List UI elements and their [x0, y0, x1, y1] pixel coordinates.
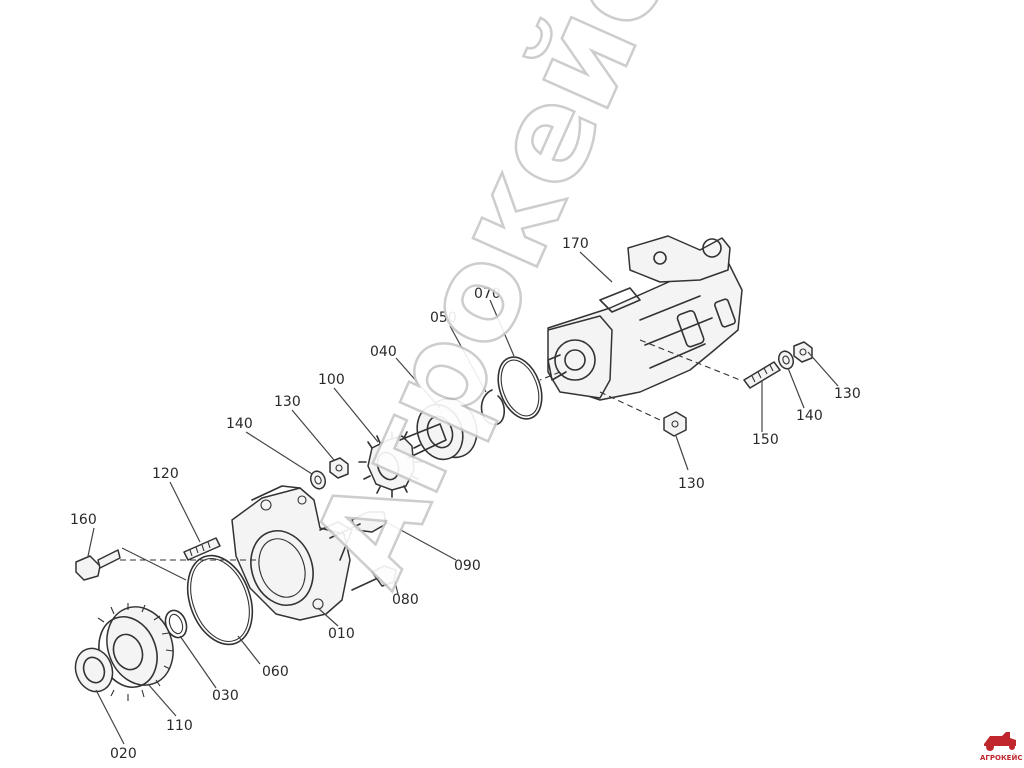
nut-130-right — [793, 341, 813, 363]
callout-labels: 170 070 050 040 100 130 140 120 160 090 … — [70, 236, 861, 762]
adapter-housing-010 — [231, 485, 353, 621]
brand-logo: АГРОКЕЙС — [980, 732, 1022, 762]
washer-140-right — [777, 350, 795, 370]
callout-100: 100 — [318, 372, 345, 388]
callout-080: 080 — [392, 592, 419, 608]
callout-090: 090 — [454, 558, 481, 574]
callout-010: 010 — [328, 626, 355, 642]
bolt-090 — [329, 511, 387, 539]
bolt-160 — [75, 549, 121, 581]
o-ring-070 — [497, 356, 543, 420]
callout-170: 170 — [562, 236, 589, 252]
bolt-080 — [351, 565, 397, 591]
callout-030: 030 — [212, 688, 239, 704]
leader-lines — [87, 251, 839, 745]
nut-130-left — [329, 457, 349, 479]
splined-shaft-gear-100 — [358, 423, 447, 498]
nut-130-lower — [663, 411, 687, 437]
callout-120: 120 — [152, 466, 179, 482]
hydraulic-pump-170 — [547, 235, 743, 401]
callout-050: 050 — [430, 310, 457, 326]
washer-140-left — [309, 470, 327, 490]
callout-110: 110 — [166, 718, 193, 734]
callout-150: 150 — [752, 432, 779, 448]
o-ring-060 — [186, 554, 254, 646]
circlip-050 — [480, 389, 505, 426]
logo-text: АГРОКЕЙС — [980, 753, 1022, 762]
callout-070: 070 — [474, 286, 501, 302]
callout-130-lower: 130 — [678, 476, 705, 492]
callout-040: 040 — [370, 344, 397, 360]
callout-130-right: 130 — [834, 386, 861, 402]
callout-060: 060 — [262, 664, 289, 680]
callout-130-left: 130 — [274, 394, 301, 410]
stud-150 — [743, 361, 781, 389]
callout-160: 160 — [70, 512, 97, 528]
stud-120 — [183, 537, 221, 561]
callout-140-left: 140 — [226, 416, 253, 432]
seal-ring-020 — [74, 647, 114, 693]
callout-020: 020 — [110, 746, 137, 762]
tractor-icon — [984, 732, 1016, 746]
callout-140-right: 140 — [796, 408, 823, 424]
